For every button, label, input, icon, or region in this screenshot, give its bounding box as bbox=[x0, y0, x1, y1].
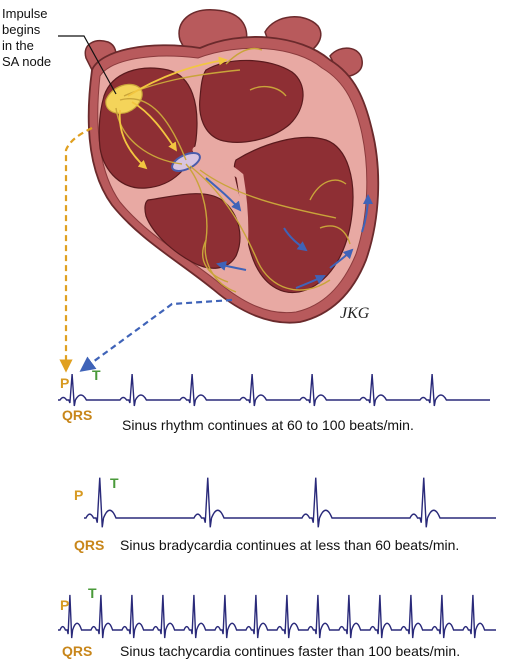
p-wave-label: P bbox=[74, 487, 83, 503]
caption-normal: Sinus rhythm continues at 60 to 100 beat… bbox=[122, 417, 414, 433]
caption-tachycardia: Sinus tachycardia continues faster than … bbox=[120, 643, 460, 659]
callout-leader-line bbox=[58, 35, 117, 95]
ecg-trace-tachycardia bbox=[58, 594, 496, 639]
t-wave-label: T bbox=[110, 475, 119, 491]
callout-line-1: Impulse bbox=[2, 6, 48, 21]
right-ventricle bbox=[144, 193, 241, 269]
callout-line-2: begins bbox=[2, 22, 41, 37]
sa-node-callout: Impulse begins in the SA node bbox=[2, 6, 117, 95]
ventricles-to-qrs-arrow bbox=[79, 298, 233, 372]
caption-bradycardia: Sinus bradycardia continues at less than… bbox=[120, 537, 459, 553]
t-wave-label: T bbox=[88, 585, 97, 601]
sa-to-p-wave-arrow bbox=[59, 127, 93, 373]
heart-illustration: JKG bbox=[84, 9, 380, 324]
svg-text:Impulse begins in: Impulse begins in the SA node bbox=[2, 6, 51, 69]
left-atrium bbox=[199, 59, 304, 143]
ecg-trace-normal bbox=[58, 373, 490, 407]
t-wave-label: T bbox=[92, 367, 101, 383]
callout-line-4: SA node bbox=[2, 54, 51, 69]
p-wave-label: P bbox=[60, 597, 69, 613]
qrs-label: QRS bbox=[62, 643, 92, 659]
septum bbox=[192, 146, 249, 256]
qrs-label: QRS bbox=[62, 407, 92, 423]
ecg-trace-bradycardia bbox=[84, 477, 496, 528]
callout-line-3: in the bbox=[2, 38, 34, 53]
impulse-spread-arrows bbox=[118, 56, 228, 170]
qrs-label: QRS bbox=[74, 537, 104, 553]
artist-signature: JKG bbox=[340, 305, 370, 322]
ventricle-flow-arrows bbox=[205, 177, 373, 289]
ecg-strip-tachycardia: P T QRS Sinus tachycardia continues fast… bbox=[58, 585, 496, 659]
conduction-pathways bbox=[115, 47, 351, 293]
p-wave-label: P bbox=[60, 375, 69, 391]
ecg-strip-normal: P T QRS Sinus rhythm continues at 60 to … bbox=[58, 367, 490, 433]
ecg-strip-bradycardia: P T QRS Sinus bradycardia continues at l… bbox=[74, 475, 496, 553]
